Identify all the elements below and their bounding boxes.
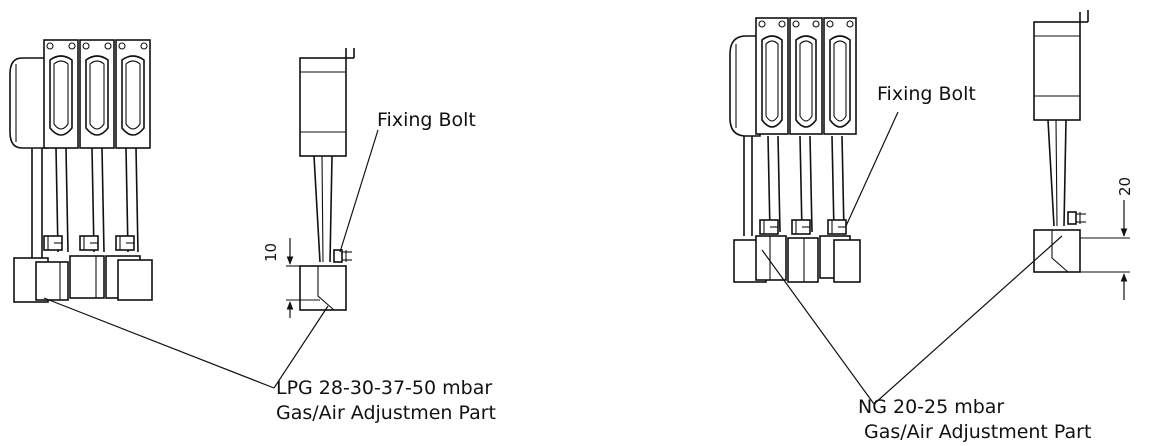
left-bracket-2 — [79, 39, 115, 149]
left-fixing-bolt-label: Fixing Bolt — [377, 109, 476, 131]
right-bracket-3 — [823, 17, 857, 135]
right-bracket-1 — [755, 17, 789, 135]
right-dimension-label: 20 — [1116, 177, 1134, 196]
right-callout-leader-b — [873, 235, 1063, 405]
right-bracket-2 — [789, 17, 823, 135]
left-bracket-1 — [43, 39, 79, 149]
right-fixing-bolt-leader — [845, 111, 899, 227]
left-fixing-bolt-leader — [339, 129, 379, 253]
right-burner-assembly-front-view — [729, 17, 861, 283]
right-callout-leader-a — [761, 249, 875, 405]
right-callout-line-1: NG 20-25 mbar — [858, 396, 1004, 418]
right-fixing-bolt-label: Fixing Bolt — [877, 83, 976, 105]
left-callout-line-1: LPG 28-30-37-50 mbar — [276, 377, 492, 399]
right-burner-side-view — [1033, 10, 1130, 300]
left-callout-leader-b — [273, 305, 329, 389]
left-bracket-3 — [115, 39, 151, 149]
left-burner-assembly-front-view — [9, 39, 153, 303]
left-dimension-label: 10 — [262, 243, 280, 262]
left-burner-side-view — [286, 48, 355, 318]
left-callout-leader-a — [43, 297, 275, 389]
left-callout-line-2: Gas/Air Adjustmen Part — [276, 402, 496, 424]
right-callout-line-2: Gas/Air Adjustment Part — [864, 421, 1091, 443]
